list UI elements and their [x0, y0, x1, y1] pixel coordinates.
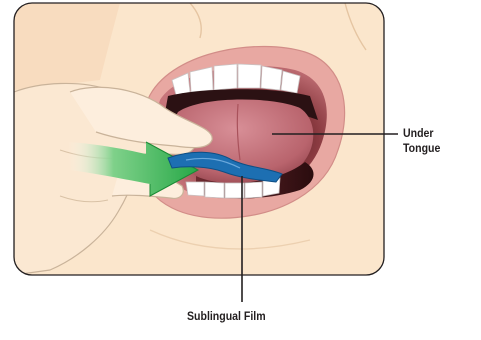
sublingual-film-label: Sublingual Film — [187, 309, 266, 324]
under-tongue-label-line2: Tongue — [403, 141, 440, 156]
illustration-frame — [14, 3, 384, 275]
under-tongue-label-line1: Under — [403, 126, 440, 141]
under-tongue-label: Under Tongue — [403, 126, 440, 156]
